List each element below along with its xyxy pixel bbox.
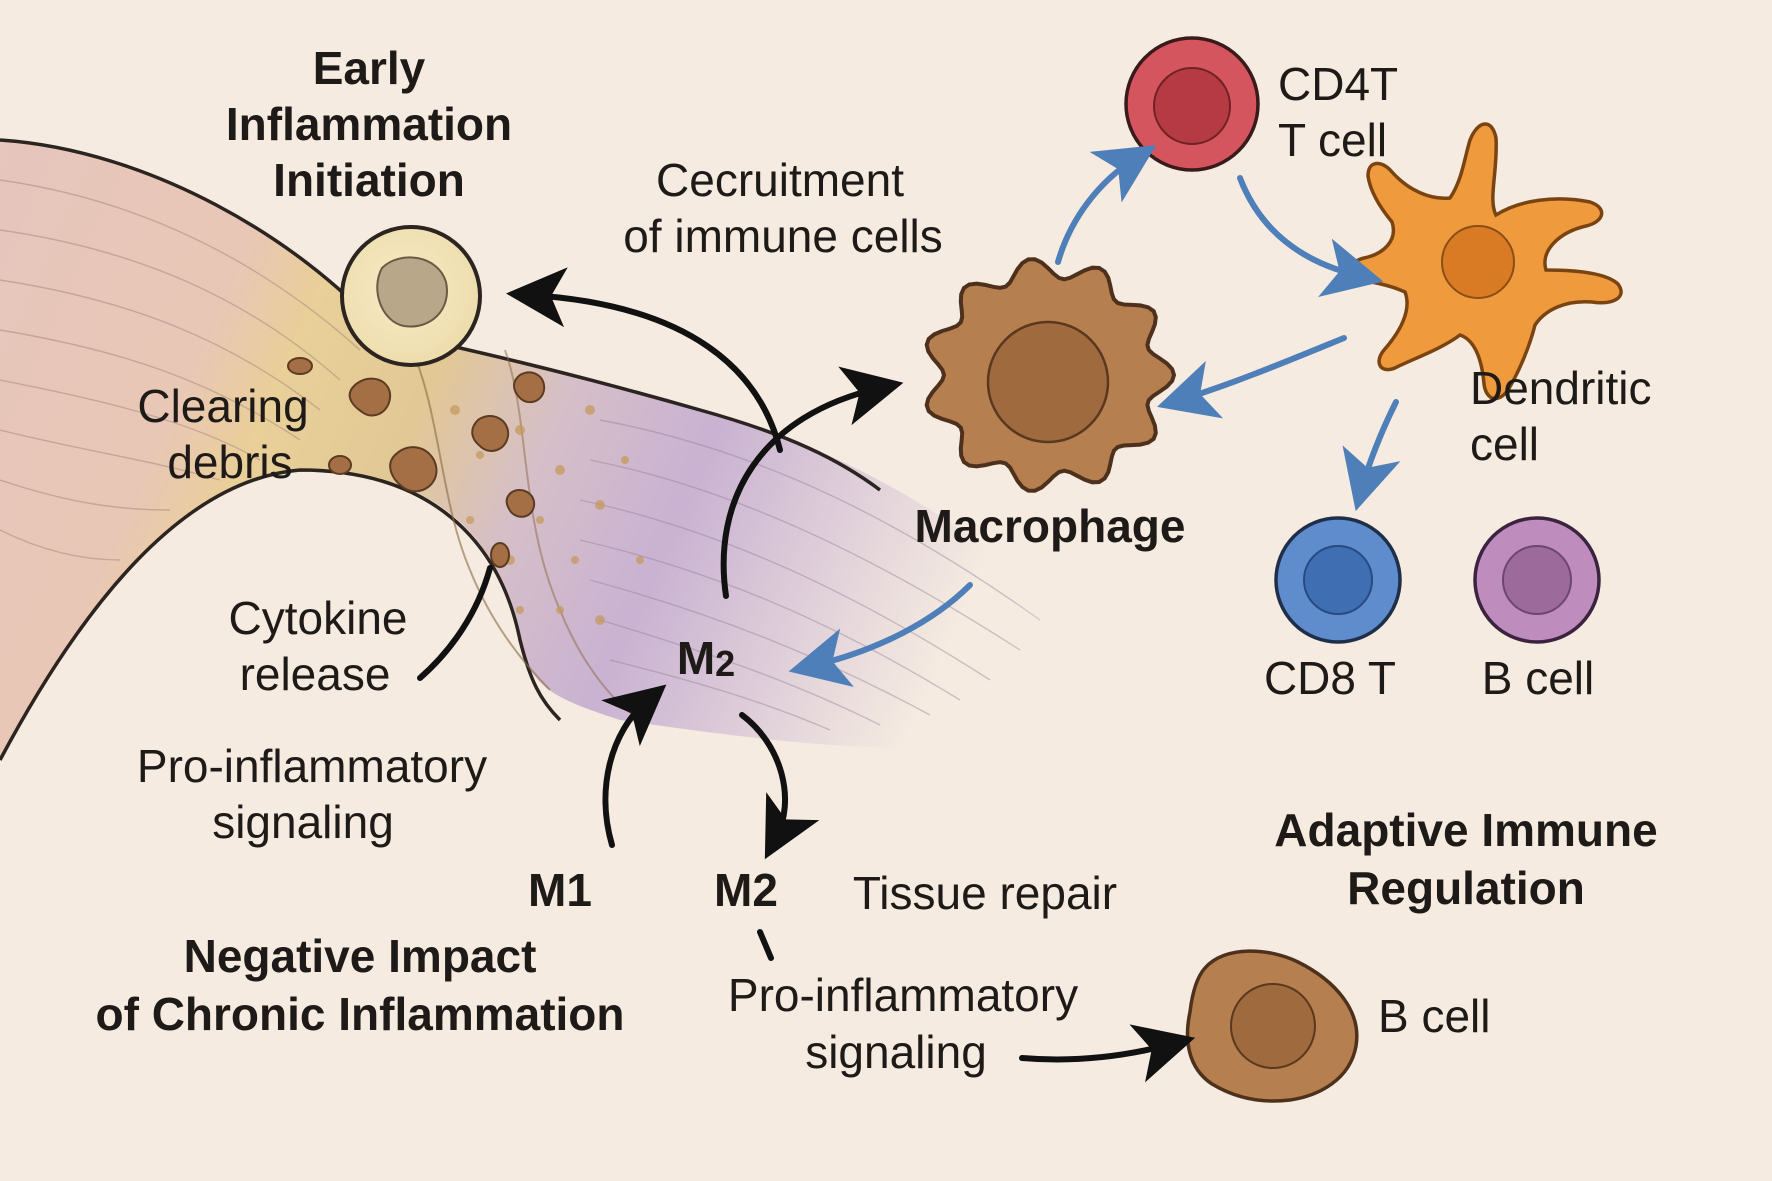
arrow-cd4-to-dendritic <box>1237 175 1384 298</box>
tissue-outline-bottom <box>0 468 562 761</box>
label-macrophage: Macrophage <box>914 500 1186 552</box>
arrow-dendritic-to-macrophage <box>1157 335 1347 419</box>
heading-negative-line1: Negative Impact <box>183 930 537 982</box>
arrow-m2-to-macrophage <box>720 366 904 599</box>
arrow-to-initiating-cell <box>506 267 783 453</box>
label-m2-middle: M2 <box>677 630 735 692</box>
label-pro-inflammatory-left-line1: Pro-inflammatory <box>136 740 488 792</box>
label-m1: M1 <box>528 864 592 916</box>
label-cytokine-line2: release <box>239 648 391 700</box>
arrow-signaling-to-b-cell <box>1019 1024 1196 1083</box>
label-cd8: CD8 T <box>1263 652 1397 704</box>
label-tissue-repair: Tissue repair <box>852 867 1118 919</box>
arrow-cytokine <box>417 565 493 681</box>
label-m2-middle-sub: 2 <box>715 643 736 684</box>
heading-early-line1: Early <box>312 42 426 94</box>
label-pro-inflammatory-bottom-line2: signaling <box>805 1026 987 1078</box>
debris-particles <box>287 357 546 568</box>
blue-arrows <box>788 145 1401 687</box>
label-m2-bottom: M2 <box>714 864 778 916</box>
label-dendritic-line1: Dendritic <box>1470 362 1652 414</box>
tick-mark <box>757 929 774 961</box>
label-cd4-line2: T cell <box>1278 114 1388 166</box>
arrow-m2-down <box>739 712 820 860</box>
arrow-macrophage-to-m2 <box>788 582 973 687</box>
heading-early-line3: Initiation <box>273 154 465 206</box>
label-pro-inflammatory-bottom-line1: Pro-inflammatory <box>727 969 1079 1021</box>
label-cd4-line1: CD4T <box>1278 58 1399 110</box>
arrow-macrophage-to-cd4 <box>1055 145 1157 265</box>
black-arrows <box>417 267 1196 1083</box>
label-recruitment-line2: of immune cells <box>623 210 943 262</box>
heading-adaptive-line2: Regulation <box>1347 862 1585 914</box>
label-m2-middle-letter: M <box>676 632 716 684</box>
label-clearing-line1: Clearing <box>137 380 309 432</box>
dendritic-cell <box>1348 122 1623 401</box>
cd8-t-cell <box>1274 516 1402 644</box>
heading-adaptive-line1: Adaptive Immune <box>1274 804 1658 856</box>
b-cell-top <box>1473 516 1601 644</box>
label-clearing-line2: debris <box>167 436 293 488</box>
tissue-band <box>0 138 1130 761</box>
label-cytokine-line1: Cytokine <box>228 592 408 644</box>
tissue-dots <box>450 405 644 625</box>
label-dendritic-line2: cell <box>1470 418 1540 470</box>
tissue-fibers <box>0 179 361 561</box>
label-b-cell-top: B cell <box>1481 652 1595 704</box>
label-pro-inflammatory-left-line2: signaling <box>212 796 394 848</box>
b-cell-bottom <box>1185 949 1359 1103</box>
arrow-m1-to-m2 <box>601 684 667 848</box>
arrow-dendritic-to-cd8 <box>1342 399 1401 512</box>
label-recruitment-line1: Cecruitment <box>656 154 904 206</box>
macrophage-cell <box>924 257 1177 493</box>
cd4-t-cell <box>1124 36 1260 172</box>
label-b-cell-bottom: B cell <box>1378 990 1491 1042</box>
heading-early-line2: Inflammation <box>225 98 513 150</box>
initiating-cell <box>340 225 482 367</box>
heading-negative-line2: of Chronic Inflammation <box>95 988 625 1040</box>
